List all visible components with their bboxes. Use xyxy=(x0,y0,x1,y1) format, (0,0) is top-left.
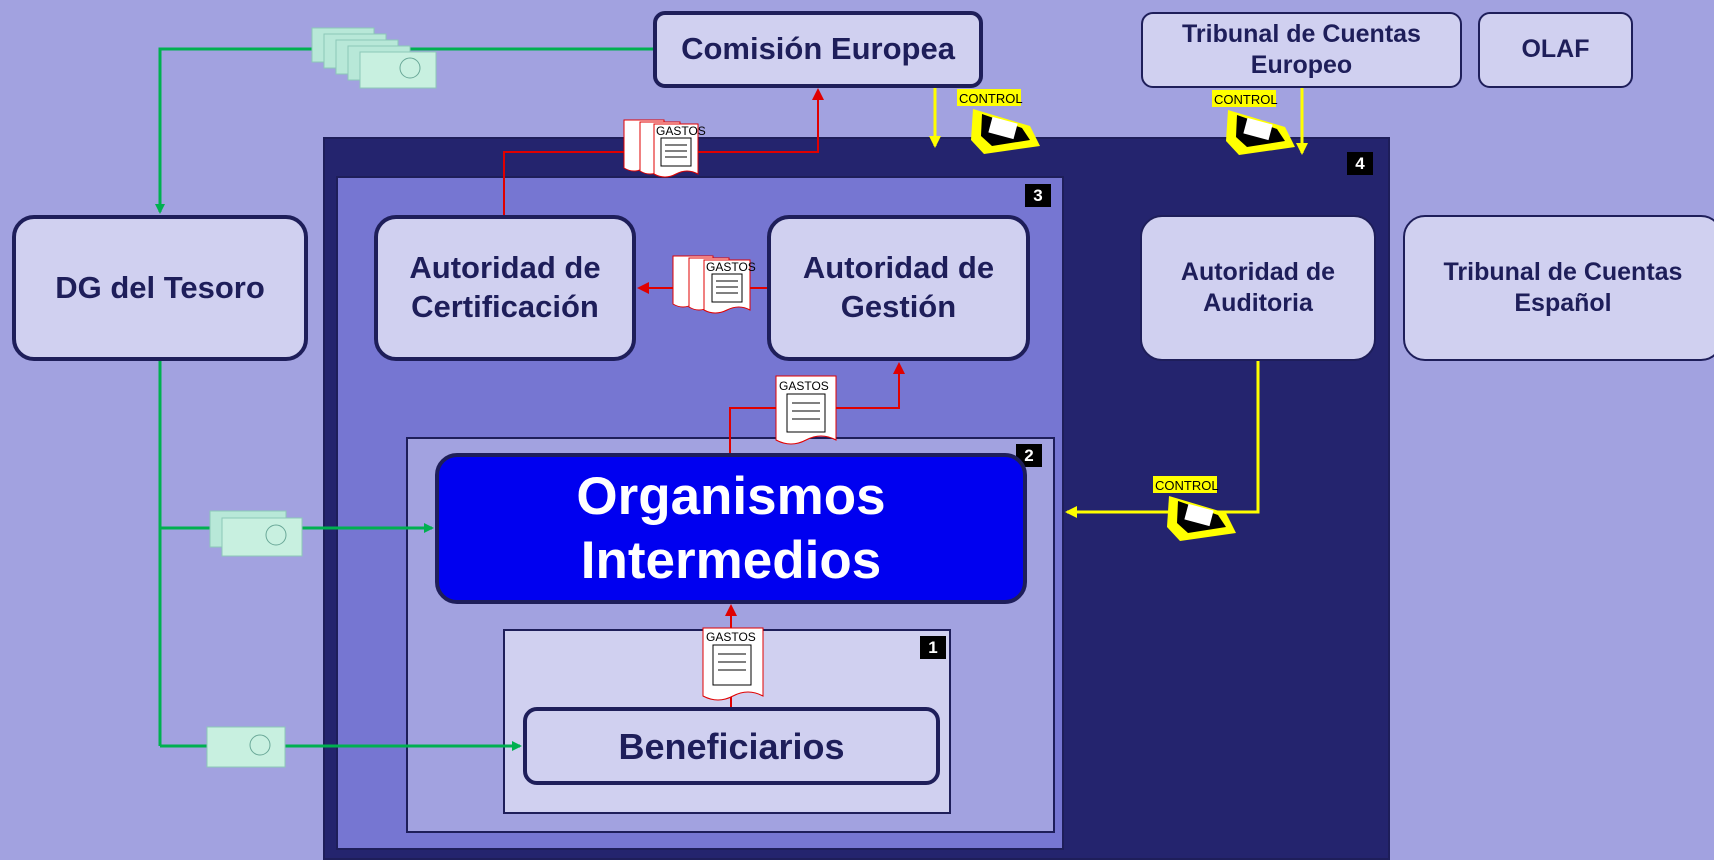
tribunal-cuentas-europeo-node: Tribunal de Cuentas Europeo xyxy=(1141,12,1462,88)
control-inspection-icon: CONTROL xyxy=(1153,476,1236,541)
autoridad-certificacion-node: Autoridad de Certificación xyxy=(374,215,636,361)
gastos-label: GASTOS xyxy=(656,124,706,138)
expense-document-icon: GASTOS xyxy=(672,255,756,314)
autoridad-auditoria-node: Autoridad de Auditoria xyxy=(1140,215,1376,361)
gastos-label: GASTOS xyxy=(706,260,756,274)
money-flow-comision-to-tesoro xyxy=(155,47,653,214)
gastos-label: GASTOS xyxy=(706,630,756,644)
organismos-intermedios-node: Organismos Intermedios xyxy=(435,453,1027,604)
euro-banknotes-icon xyxy=(311,27,437,89)
control-label: CONTROL xyxy=(1155,478,1219,493)
control-label: CONTROL xyxy=(959,91,1023,106)
control-inspection-icon: CONTROL xyxy=(1212,90,1295,155)
autoridad-gestion-node: Autoridad de Gestión xyxy=(767,215,1030,361)
expense-document-icon: GASTOS xyxy=(775,375,837,445)
expense-document-icon: GASTOS xyxy=(623,119,706,178)
tribunal-cuentas-espanol-node: Tribunal de Cuentas Español xyxy=(1403,215,1714,361)
zone-1-badge: 1 xyxy=(920,636,946,659)
expense-document-icon: GASTOS xyxy=(702,627,764,701)
control-flow-auditoria-to-zone2 xyxy=(1065,361,1260,518)
control-label: CONTROL xyxy=(1214,92,1278,107)
euro-banknotes-icon xyxy=(209,510,303,557)
control-inspection-icon: CONTROL xyxy=(957,89,1040,154)
gastos-label: GASTOS xyxy=(779,379,829,393)
zone-3-badge: 3 xyxy=(1025,184,1051,207)
beneficiarios-node: Beneficiarios xyxy=(523,707,940,785)
zone-4-badge: 4 xyxy=(1347,152,1373,175)
euro-banknotes-icon xyxy=(206,726,286,768)
comision-europea-node: Comisión Europea xyxy=(653,11,983,88)
dg-tesoro-node: DG del Tesoro xyxy=(12,215,308,361)
olaf-node: OLAF xyxy=(1478,12,1633,88)
